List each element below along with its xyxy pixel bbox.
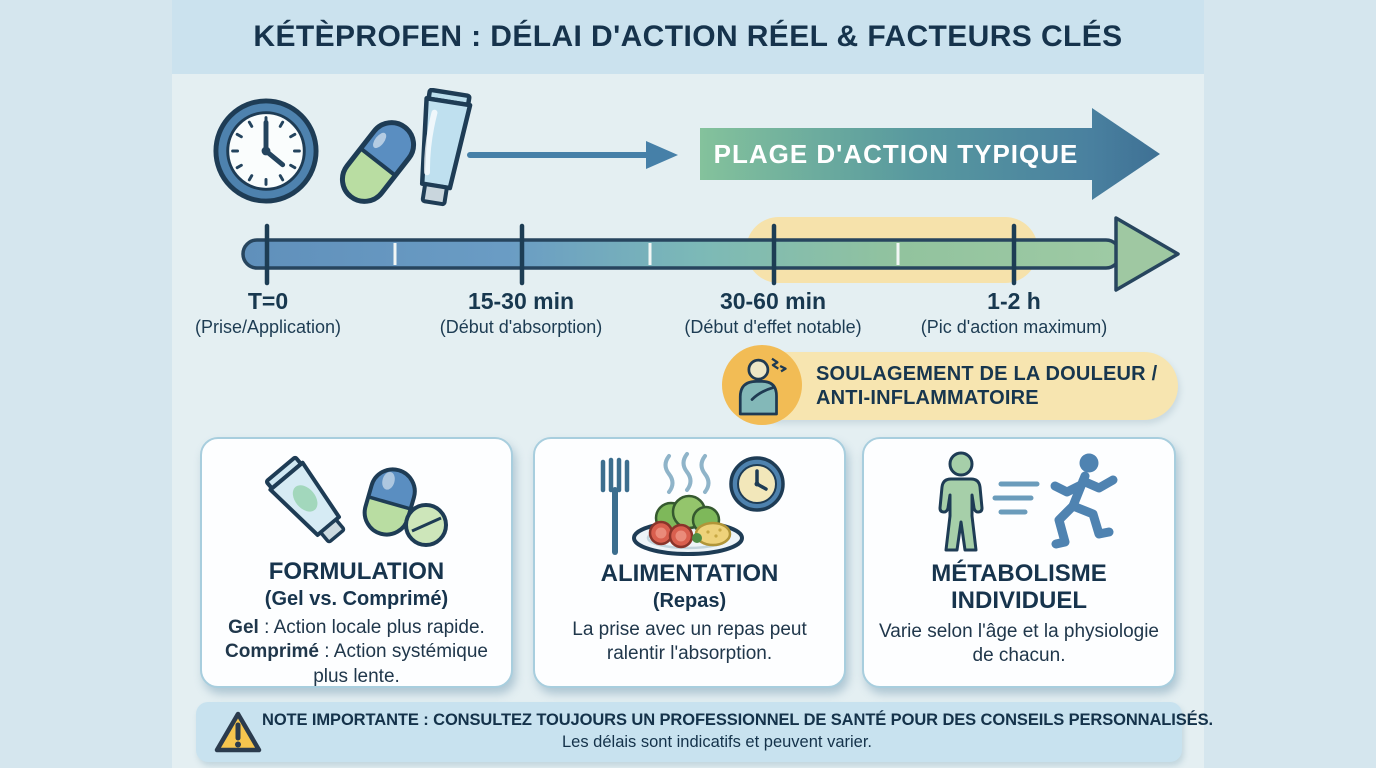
factor-title: FORMULATION	[268, 558, 445, 585]
person-pain-icon	[738, 357, 787, 416]
pain-relief-callout: SOULAGEMENT DE LA DOULEUR / ANTI-INFLAMM…	[722, 345, 1178, 425]
factor-line: Comprimé : Action systémique plus lente.	[225, 641, 488, 687]
milestone-time: T=0	[247, 288, 289, 314]
timeline-axis	[241, 216, 1180, 292]
factor-description: Gel : Action locale plus rapide. Comprim…	[202, 616, 511, 689]
milestone-t0: T=0 (Prise/Application)	[138, 288, 398, 338]
milestone-caption: (Prise/Application)	[194, 317, 342, 337]
timeline-minor-ticks	[393, 243, 900, 265]
typical-action-range-arrow: PLAGE D'ACTION TYPIQUE	[700, 128, 1092, 180]
milestone-effect: 30-60 min (Début d'effet notable)	[643, 288, 903, 338]
important-note-banner: NOTE IMPORTANTE : CONSULTEZ TOUJOURS UN …	[196, 702, 1213, 762]
milestone-caption: (Pic d'action maximum)	[920, 317, 1108, 337]
meal-plate-fork-clock-icon	[585, 451, 795, 557]
pain-relief-line1: SOULAGEMENT DE LA DOULEUR /	[816, 363, 1158, 385]
milestone-time: 30-60 min	[719, 288, 827, 314]
milestone-peak: 1-2 h (Pic d'action maximum)	[884, 288, 1144, 338]
factor-subtitle: (Repas)	[652, 589, 727, 612]
factor-card-formulation: FORMULATION (Gel vs. Comprimé) Gel : Act…	[200, 437, 513, 688]
factor-line: La prise avec un repas peut ralentir l'a…	[572, 618, 807, 665]
factor-title: ALIMENTATION	[600, 560, 779, 587]
factor-description: Varie selon l'âge et la physiologie de c…	[864, 620, 1174, 669]
factor-card-alimentation: ALIMENTATION (Repas) La prise avec un re…	[533, 437, 846, 688]
standing-running-person-icon	[909, 451, 1129, 557]
pain-relief-line2: ANTI-INFLAMMATOIRE	[816, 387, 1039, 410]
important-note-text: NOTE IMPORTANTE : CONSULTEZ TOUJOURS UN …	[262, 711, 1213, 752]
right-arrow-icon	[467, 141, 678, 169]
page-title: KÉTÈPROFEN : DÉLAI D'ACTION RÉEL & FACTE…	[253, 20, 1123, 53]
milestone-caption: (Début d'absorption)	[439, 317, 603, 337]
clock-icon	[213, 98, 319, 204]
note-line2: Les délais sont indicatifs et peuvent va…	[561, 733, 872, 751]
title-bar: KÉTÈPROFEN : DÉLAI D'ACTION RÉEL & FACTE…	[172, 0, 1204, 74]
capsule-icon	[339, 120, 417, 204]
milestone-absorption: 15-30 min (Début d'absorption)	[391, 288, 651, 338]
factor-line: Varie selon l'âge et la physiologie de c…	[878, 620, 1159, 667]
factor-line: Gel : Action locale plus rapide.	[228, 616, 485, 638]
factor-card-metabolisme: MÉTABOLISME INDIVIDUEL Varie selon l'âge…	[862, 437, 1176, 688]
factor-title: MÉTABOLISME INDIVIDUEL	[931, 560, 1107, 614]
warning-triangle-icon	[214, 711, 262, 753]
milestone-time: 15-30 min	[467, 288, 575, 314]
typical-action-range-label: PLAGE D'ACTION TYPIQUE	[713, 138, 1079, 169]
timeline-arrowhead	[1114, 216, 1180, 292]
milestone-time: 1-2 h	[987, 288, 1041, 314]
factor-description: La prise avec un repas peut ralentir l'a…	[535, 618, 844, 667]
gel-tube-icon	[419, 88, 473, 207]
timeline-major-ticks	[264, 223, 1017, 286]
pain-relief-badge	[722, 345, 802, 425]
note-line1: NOTE IMPORTANTE : CONSULTEZ TOUJOURS UN …	[262, 711, 1213, 729]
factor-subtitle: (Gel vs. Comprimé)	[264, 587, 449, 610]
pain-relief-label: SOULAGEMENT DE LA DOULEUR / ANTI-INFLAMM…	[816, 362, 1157, 411]
milestone-caption: (Début d'effet notable)	[684, 317, 862, 337]
gel-tube-capsule-tablet-icon	[262, 451, 452, 555]
